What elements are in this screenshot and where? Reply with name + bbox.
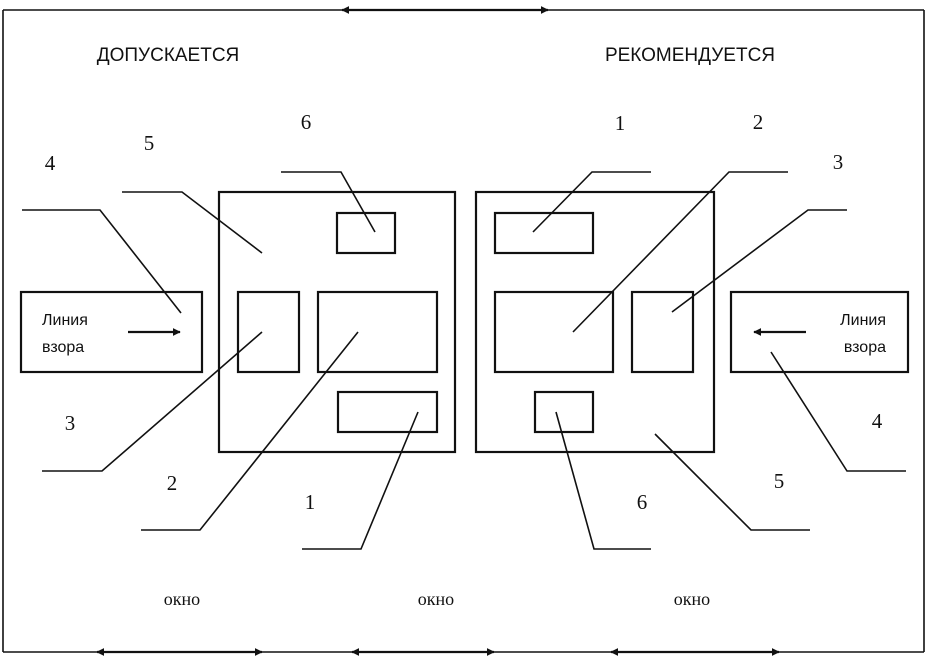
- left-callout-1: 1: [305, 490, 316, 514]
- left-sight-line1: Линия: [42, 312, 88, 329]
- left-callout-5: 5: [144, 131, 155, 155]
- left-sight-line2: взора: [42, 339, 84, 356]
- left-callout-6: 6: [301, 110, 312, 134]
- right-callout-numbers: 1 2 3 4 5 6: [615, 110, 883, 514]
- window-labels: окно окно окно: [164, 589, 710, 609]
- left-element-3: [236, 290, 301, 374]
- window-label-right: окно: [674, 589, 710, 609]
- left-element-1: [336, 390, 439, 434]
- right-callout-6: 6: [637, 490, 648, 514]
- right-sight-line1: Линия: [840, 312, 886, 329]
- left-element-6: [335, 211, 397, 255]
- right-callout-4: 4: [872, 409, 883, 433]
- left-console: [217, 190, 457, 454]
- window-label-middle: окно: [418, 589, 454, 609]
- right-console: [474, 190, 716, 454]
- left-leaders: [22, 171, 419, 550]
- right-element-6: [533, 390, 595, 434]
- window-label-left: окно: [164, 589, 200, 609]
- right-element-1: [493, 211, 595, 255]
- outer-frame: [2, 9, 925, 652]
- right-sight-line2: взора: [844, 339, 886, 356]
- left-callout-3: 3: [65, 411, 76, 435]
- left-callout-4: 4: [45, 151, 56, 175]
- heading-recommended: РЕКОМЕНДУЕТСЯ: [605, 45, 775, 66]
- right-callout-3: 3: [833, 150, 844, 174]
- right-callout-1: 1: [615, 111, 626, 135]
- left-element-2: [316, 290, 439, 374]
- left-line-of-sight: Линия взора: [19, 290, 204, 374]
- right-callout-5: 5: [774, 469, 785, 493]
- right-line-of-sight: Линия взора: [729, 290, 910, 374]
- right-callout-2: 2: [753, 110, 764, 134]
- right-leaders: [532, 171, 906, 550]
- right-element-2: [493, 290, 615, 374]
- left-callout-numbers: 4 5 6 3 2 1: [45, 110, 316, 514]
- right-element-3: [630, 290, 695, 374]
- heading-allowed: ДОПУСКАЕТСЯ: [97, 45, 240, 66]
- left-callout-2: 2: [167, 471, 178, 495]
